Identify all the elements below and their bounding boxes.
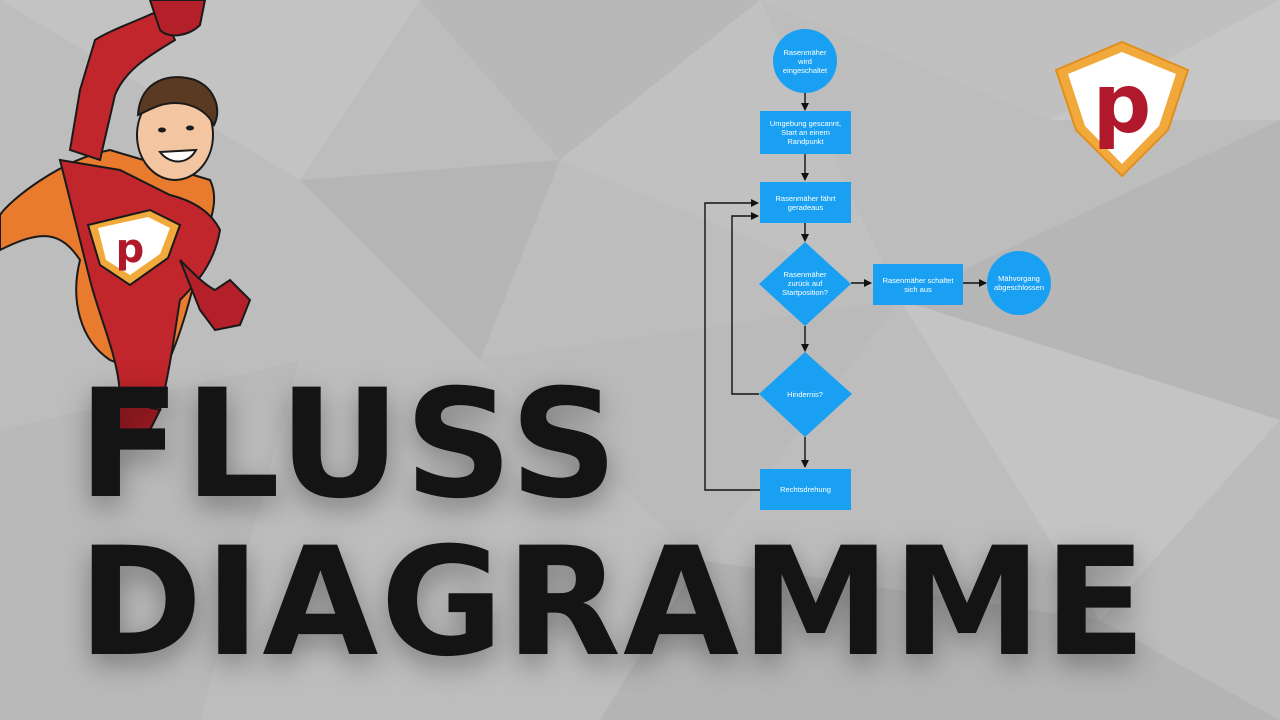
logo-letter: p — [1093, 57, 1152, 152]
node-turn — [760, 469, 851, 510]
superhero-mascot: p — [0, 0, 252, 430]
node-done — [987, 251, 1051, 315]
node-back — [759, 242, 851, 326]
chest-emblem-icon: p — [86, 208, 182, 287]
node-off-label: Rasenmäher schaltet sich aus — [882, 275, 954, 294]
node-off — [873, 264, 963, 305]
node-back-label: Rasenmäher zurück auf Startposition? — [782, 269, 828, 297]
node-start — [773, 29, 837, 93]
title-line-2: DIAGRAMME — [78, 516, 1149, 690]
node-drive — [760, 182, 851, 223]
node-obstacle-label: Hindernis? — [787, 389, 823, 399]
chest-emblem-letter: p — [116, 226, 145, 272]
node-scan — [760, 111, 851, 154]
node-done-label: Mähvorgang abgeschlossen — [993, 274, 1045, 292]
node-drive-label: Rasenmäher fährt geradeaus — [775, 193, 836, 212]
title-line-1: FLUSS — [78, 358, 622, 532]
edge-obstacle-no-loop — [731, 212, 759, 395]
brand-logo: p — [1054, 40, 1190, 178]
node-scan-label: Umgebung gescannt, Start an einem Randpu… — [769, 119, 842, 146]
node-obstacle — [759, 352, 852, 437]
node-start-label: Rasenmäher wird eingeschaltet — [782, 47, 828, 75]
node-turn-label: Rechtsdrehung — [780, 485, 831, 494]
edge-turn-loop — [704, 199, 760, 491]
